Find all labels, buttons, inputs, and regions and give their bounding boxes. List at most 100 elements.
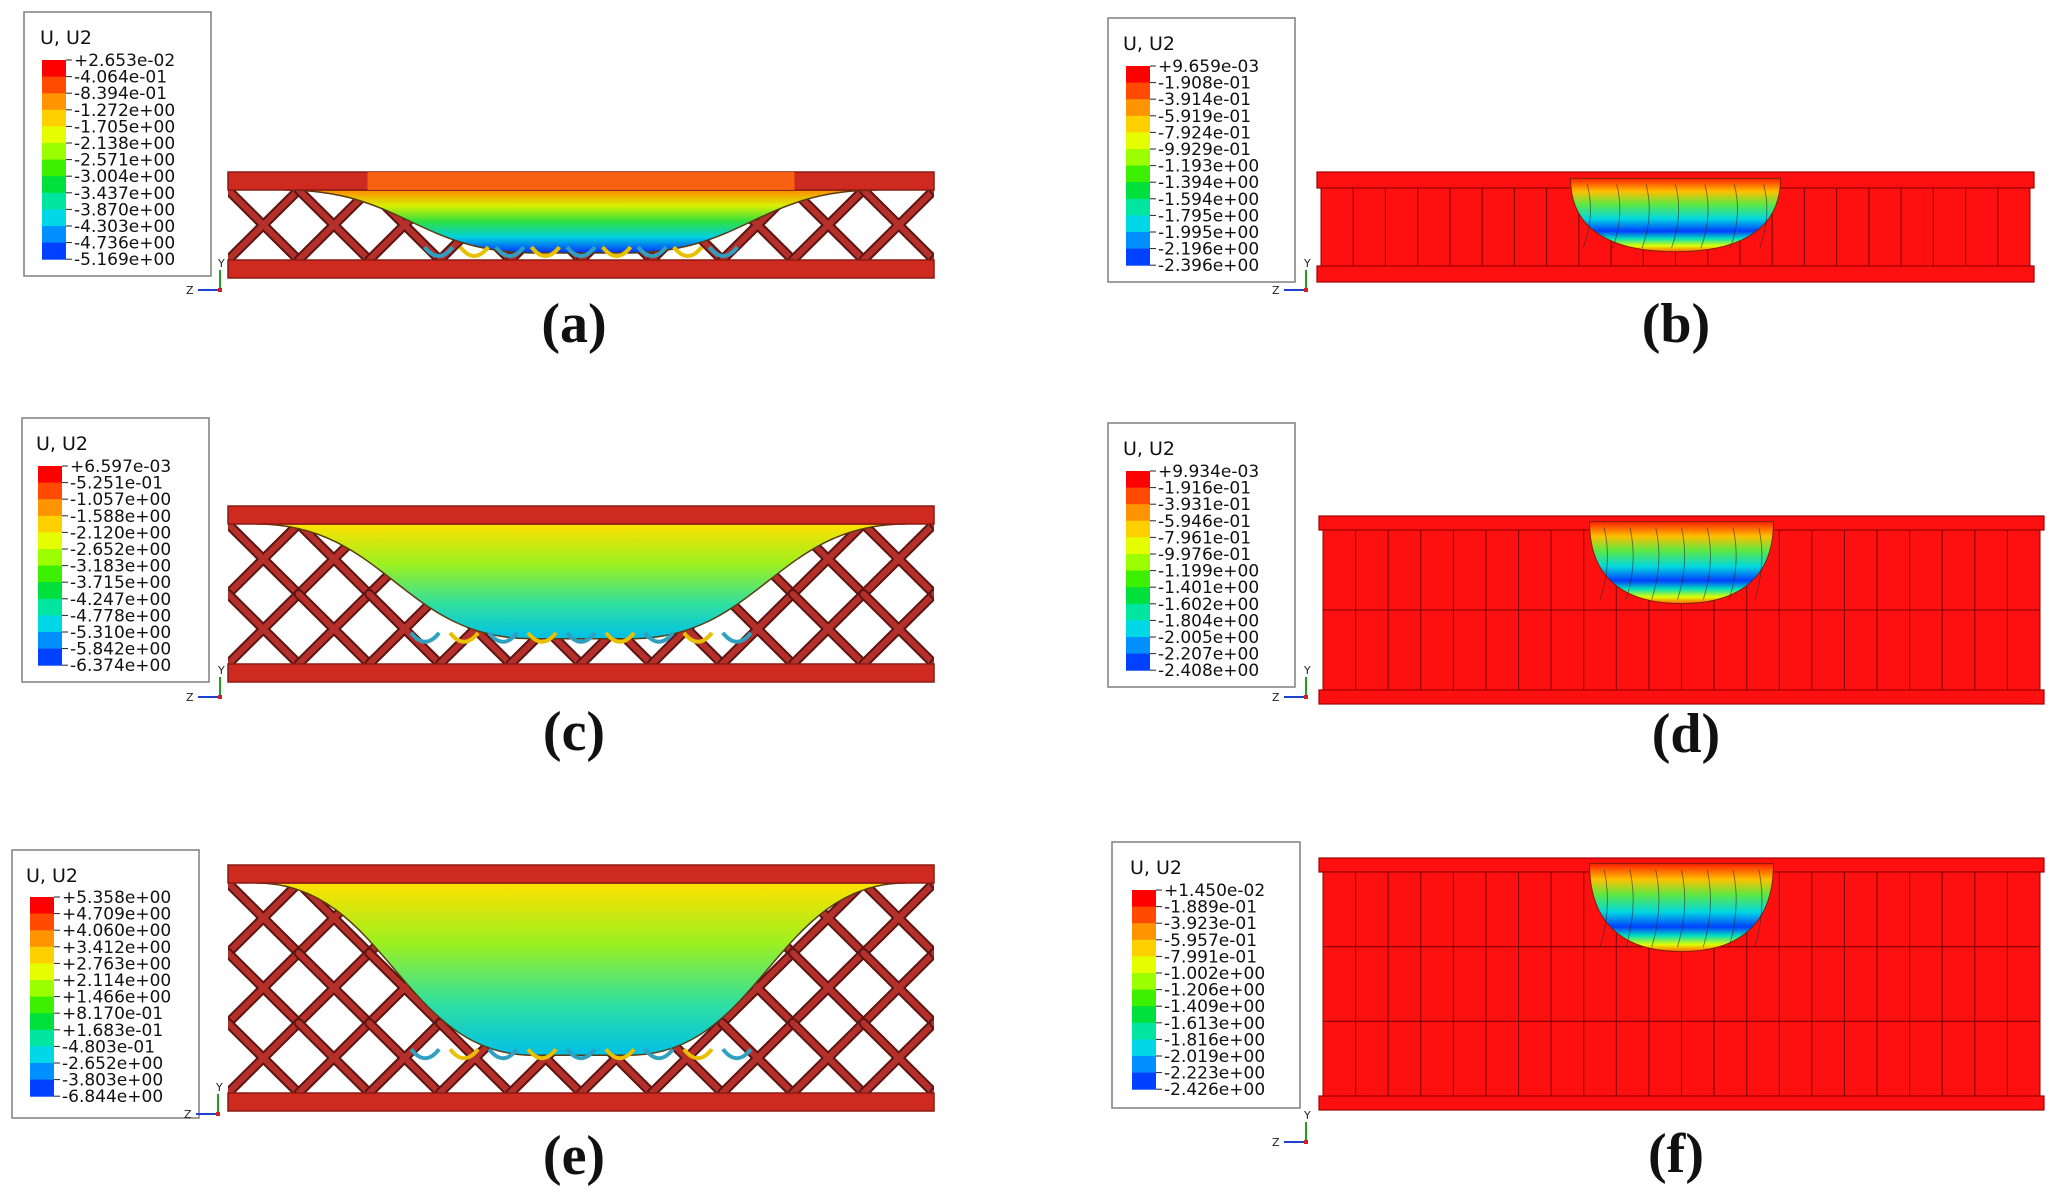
legend-swatch	[30, 930, 54, 948]
crushed-strut	[565, 631, 597, 644]
mesh-crease	[1729, 184, 1738, 249]
legend-value: -2.571e+00	[74, 151, 175, 171]
strut	[931, 591, 934, 599]
legend-swatch	[30, 1029, 54, 1047]
legend-value: -7.924e-01	[1158, 123, 1251, 143]
strut	[931, 883, 934, 888]
legend-value: -1.409e+00	[1164, 997, 1265, 1017]
y-axis-label: Y	[217, 257, 225, 270]
legend-value: -2.196e+00	[1158, 240, 1259, 260]
legend-value: -5.946e-01	[1158, 512, 1251, 532]
legend-swatch	[1132, 1056, 1156, 1074]
legend-swatch	[42, 209, 66, 227]
legend-rows: +9.659e-03-1.908e-01-3.914e-01-5.919e-01…	[1126, 57, 1259, 276]
legend-value: -5.842e+00	[70, 640, 171, 660]
mesh-crease	[1754, 869, 1763, 948]
legend-value: -1.394e+00	[1158, 173, 1259, 193]
legend-value: -9.976e-01	[1158, 545, 1251, 565]
crushed-strut	[604, 631, 636, 644]
legend-value: -1.401e+00	[1158, 578, 1259, 598]
legend-swatch	[42, 226, 66, 244]
legend-swatch	[1132, 1022, 1156, 1040]
axis-triad: YZ	[184, 1081, 223, 1121]
legend-swatch	[1132, 890, 1156, 908]
legend-swatch	[30, 946, 54, 964]
strut	[931, 255, 934, 260]
mesh-crease	[1677, 869, 1686, 948]
indentation-zone	[1569, 177, 1782, 253]
panel-e: U, U2 +5.358e+00+4.709e+00+4.060e+00+3.4…	[11, 849, 935, 1187]
mesh-crease	[1700, 184, 1709, 249]
legend-value: +9.934e-03	[1158, 462, 1259, 482]
strut	[860, 190, 934, 260]
indentation-zone	[1588, 521, 1775, 605]
legend-swatch	[1132, 989, 1156, 1007]
strut-shadow	[929, 589, 934, 602]
mesh-crease	[1651, 869, 1660, 948]
strut	[931, 1018, 934, 1026]
legend-swatch	[38, 482, 62, 500]
legend-value: -1.588e+00	[70, 507, 171, 527]
legend-value: +1.466e+00	[62, 988, 171, 1008]
legend-swatch	[1132, 956, 1156, 974]
y-axis-label: Y	[1303, 664, 1311, 677]
legend-swatch	[30, 913, 54, 931]
axis-triad: YZ	[186, 664, 225, 704]
mesh-crease	[1677, 527, 1686, 600]
legend-swatch	[30, 1079, 54, 1097]
legend-title: U, U2	[36, 433, 88, 455]
legend-value: +9.659e-03	[1158, 57, 1259, 77]
legend-swatch	[38, 499, 62, 517]
legend-value: -1.057e+00	[70, 490, 171, 510]
bottom-face-sheet	[227, 1092, 935, 1112]
legend-value: -6.374e+00	[70, 656, 171, 676]
legend-value: -2.207e+00	[1158, 645, 1259, 665]
crushed-strut	[448, 631, 480, 644]
legend-swatch	[42, 76, 66, 94]
legend-value: -2.019e+00	[1164, 1047, 1265, 1067]
legend-value: -3.183e+00	[70, 557, 171, 577]
legend-swatch	[42, 126, 66, 144]
legend-swatch	[1126, 537, 1150, 555]
legend-value: -5.251e-01	[70, 474, 163, 494]
axis-triad: YZ	[186, 257, 225, 297]
crushed-strut	[409, 1047, 441, 1061]
strut	[228, 591, 302, 664]
legend-title: U, U2	[1123, 438, 1175, 460]
legend-swatch	[1126, 82, 1150, 100]
y-axis-label: Y	[215, 1081, 223, 1094]
legend-swatch	[42, 242, 66, 260]
legend-swatch	[30, 1063, 54, 1081]
legend-rows: +6.597e-03-5.251e-01-1.057e+00-1.588e+00…	[38, 457, 171, 676]
panel-caption: (e)	[543, 1125, 605, 1187]
deformed-face-sheet	[284, 189, 878, 254]
legend-swatch	[1126, 99, 1150, 117]
legend-value: -3.004e+00	[74, 167, 175, 187]
legend-value: -4.778e+00	[70, 606, 171, 626]
strut	[719, 591, 796, 664]
legend-value: -1.613e+00	[1164, 1014, 1265, 1034]
panel-c: U, U2 +6.597e-03-5.251e-01-1.057e+00-1.5…	[21, 417, 935, 763]
legend-value: -1.594e+00	[1158, 190, 1259, 210]
legend-value: -6.844e+00	[62, 1087, 163, 1107]
indentation-zone	[1588, 863, 1775, 953]
legend-swatch	[1132, 939, 1156, 957]
legend-title: U, U2	[1130, 857, 1182, 879]
model-lattice	[227, 171, 935, 279]
y-axis-label: Y	[217, 664, 225, 677]
strut-shadow	[929, 190, 934, 198]
z-axis-label: Z	[1272, 284, 1280, 297]
strut	[931, 1020, 934, 1028]
legend-value: -3.914e-01	[1158, 90, 1251, 110]
legend-swatch	[42, 109, 66, 127]
bottom-face-sheet	[227, 259, 935, 279]
bottom-face-sheet	[1316, 265, 2035, 283]
crushed-strut	[604, 1047, 636, 1061]
legend-value: +2.114e+00	[62, 971, 171, 991]
strut	[789, 591, 867, 664]
legend-value: -2.223e+00	[1164, 1064, 1265, 1084]
mesh-crease	[1728, 527, 1737, 600]
mesh-crease	[1625, 869, 1634, 948]
crushed-strut	[494, 245, 526, 258]
panel-b: U, U2 +9.659e-03-1.908e-01-3.914e-01-5.9…	[1107, 17, 2035, 355]
